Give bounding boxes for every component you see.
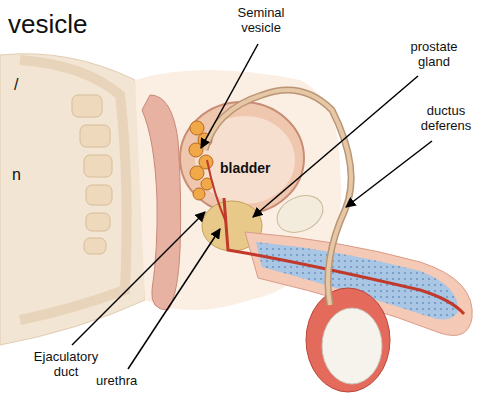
organ-label: bladder — [220, 160, 271, 176]
part-label: prostate gland — [398, 40, 470, 70]
part-label: Seminal vesicle — [222, 6, 300, 36]
part-label: ductus deferens — [408, 104, 484, 134]
part-label: urethra — [96, 374, 137, 389]
cropped-text: / — [14, 76, 18, 94]
slide-title: vesicle — [8, 10, 87, 40]
cropped-text: n — [12, 166, 21, 184]
